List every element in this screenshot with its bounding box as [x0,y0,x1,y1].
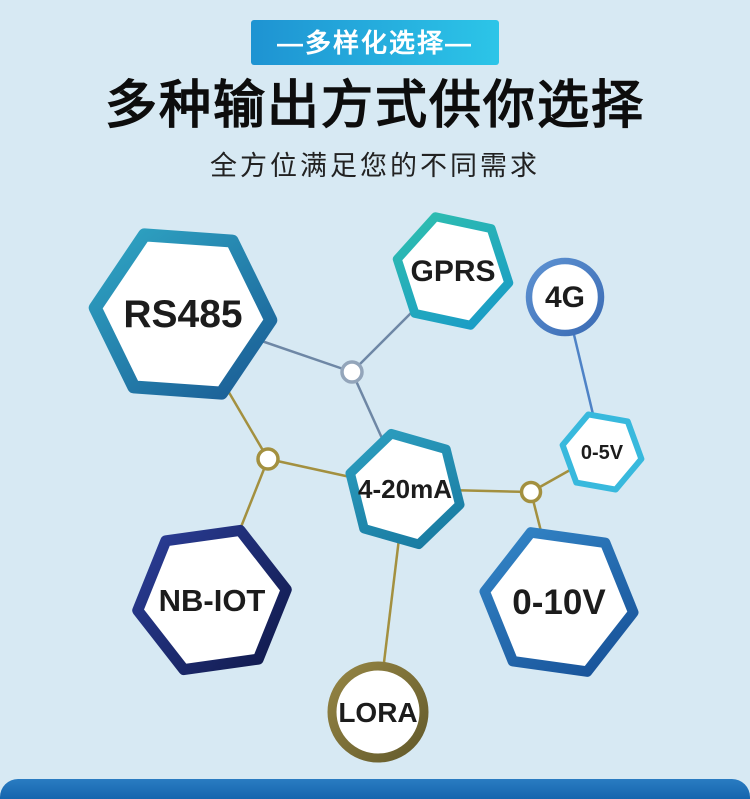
diagram-node-rs485: RS485 [88,228,278,400]
junction-dot-right [519,480,543,504]
junction-dots [256,360,543,504]
section-header: —多样化选择— 多种输出方式供你选择 全方位满足您的不同需求 [0,0,750,183]
4g-circle-shape [525,257,605,337]
0-10v-label: 0-10V [512,583,606,622]
nb-iot-hexagon-shape [132,524,292,676]
junction-dot-top [340,360,364,384]
diagram-node-4g: 4G [525,257,605,337]
diagram-node-0-10v: 0-10V [479,527,639,677]
lora-label: LORA [338,697,417,728]
diagram-node-4-20ma: 4-20mA [345,428,465,550]
page-subtitle: 全方位满足您的不同需求 [210,151,540,182]
4-20ma-hexagon-shape [345,428,465,550]
lora-circle-shape [327,661,429,763]
0-5v-hexagon-shape [559,411,645,493]
0-10v-hexagon-shape [479,527,639,677]
nb-iot-label: NB-IOT [159,583,266,618]
diagram-node-nb-iot: NB-IOT [132,524,292,676]
bottom-bar [0,779,750,799]
rs485-label: RS485 [123,293,242,336]
4-20ma-label: 4-20mA [358,474,452,504]
diagram-node-lora: LORA [327,661,429,763]
gprs-label: GPRS [410,255,495,288]
diagram-node-gprs: GPRS [392,212,514,330]
4g-label: 4G [545,281,585,314]
gprs-hexagon-shape [392,212,514,330]
diagram-node-0-5v: 0-5V [559,411,645,493]
junction-dot-left [256,447,280,471]
section-badge: —多样化选择— [250,20,499,65]
page-title: 多种输出方式供你选择 [104,77,645,135]
0-5v-label: 0-5V [581,442,624,464]
rs485-hexagon-shape [88,228,278,400]
